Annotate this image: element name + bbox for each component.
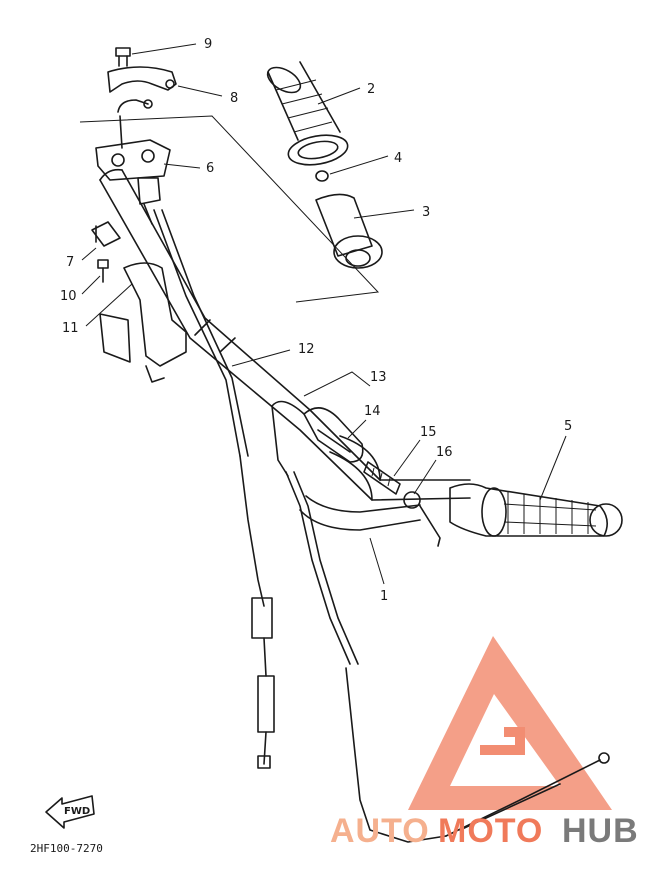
- switch-part-14: [303, 407, 364, 463]
- callout-14: 14: [364, 404, 381, 419]
- callout-10: 10: [60, 289, 77, 304]
- throttle-cable-head: [117, 99, 153, 149]
- callout-12: 12: [298, 342, 315, 357]
- bolt-part-9: [115, 47, 131, 67]
- handlebar: [99, 168, 471, 531]
- callout-6: 6: [206, 161, 214, 176]
- ring-part-4: [315, 170, 329, 182]
- watermark-hub: HUB: [562, 812, 639, 850]
- callout-11: 11: [62, 321, 79, 336]
- screw-part-10: [97, 259, 109, 283]
- callout-4: 4: [394, 151, 402, 166]
- clamp-part-7: [91, 221, 121, 247]
- callout-7: 7: [66, 255, 74, 270]
- callout-labels: 9 8 2 6 4 3 7 10 11 12 13 14 5 15 16 1: [60, 37, 572, 604]
- lever-holder-part-11: [99, 262, 187, 383]
- exploded-frame: [79, 115, 380, 303]
- callout-16: 16: [436, 445, 453, 460]
- switch-wire: [271, 400, 610, 843]
- callout-13: 13: [370, 370, 387, 385]
- callout-8: 8: [230, 91, 238, 106]
- throttle-housing-part-6: [95, 139, 171, 225]
- throttle-cable-part-12: [153, 209, 275, 769]
- watermark-auto: AUTO: [330, 812, 430, 850]
- leader-lines: [81, 43, 567, 585]
- callout-15: 15: [420, 425, 437, 440]
- callout-2: 2: [367, 82, 375, 97]
- grip-part-2: [266, 61, 349, 166]
- clamp-part-8: [107, 66, 177, 93]
- adjuster-part-15: [363, 461, 401, 495]
- diagram-code: 2HF100-7270: [30, 842, 103, 855]
- throttle-sleeve-part-3: [315, 193, 383, 269]
- watermark-logo: [408, 636, 612, 810]
- watermark-text: AUTO MOTO HUB: [330, 812, 639, 850]
- callout-5: 5: [564, 419, 572, 434]
- callout-3: 3: [422, 205, 430, 220]
- grip-part-5: [449, 483, 623, 537]
- watermark-moto: MOTO: [438, 812, 543, 850]
- callout-9: 9: [204, 37, 212, 52]
- nut-part-16: [403, 491, 441, 547]
- callout-1: 1: [380, 589, 388, 604]
- fwd-label: FWD: [64, 806, 90, 817]
- fwd-arrow: FWD: [45, 795, 95, 829]
